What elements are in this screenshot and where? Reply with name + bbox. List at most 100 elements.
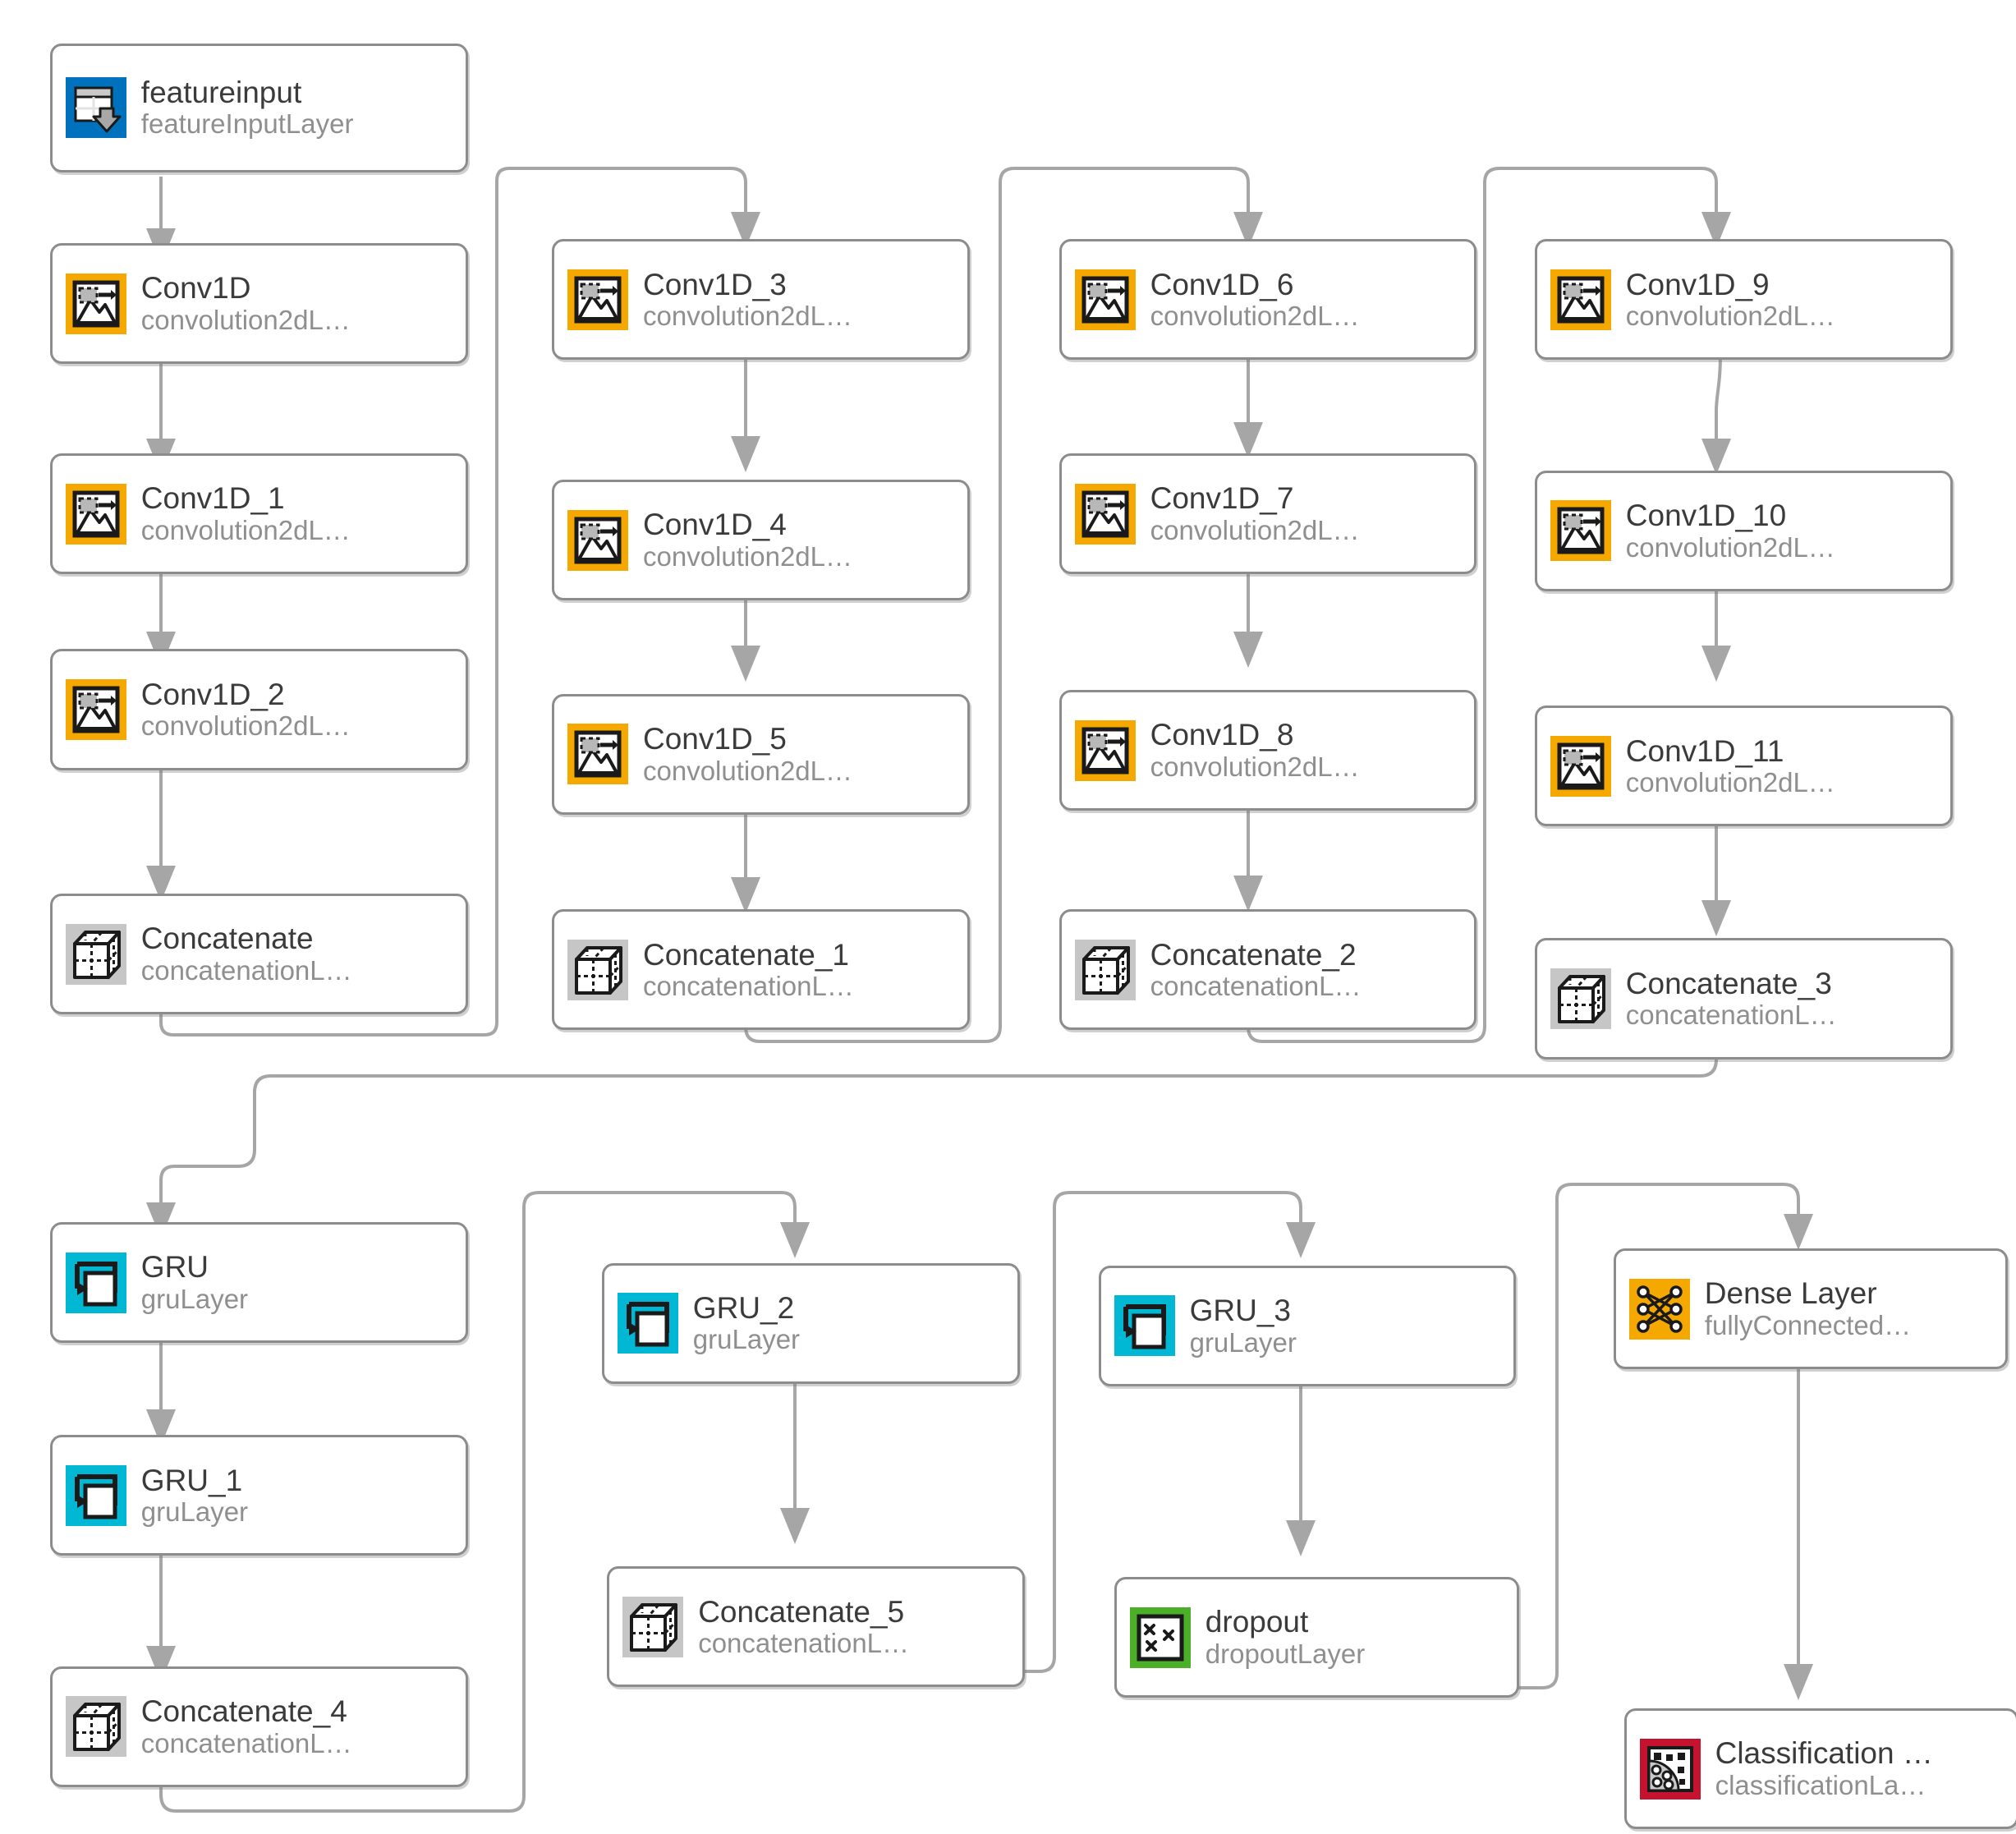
layer-name: GRU (140, 1250, 209, 1285)
layer-type: fullyConnected… (1704, 1309, 1912, 1340)
layer-type: convolution2dL… (643, 540, 853, 572)
layer-name: Conv1D_4 (643, 508, 787, 542)
layer-name: Conv1D (140, 271, 251, 306)
layer-type: classificationLa… (1715, 1769, 1926, 1800)
layer-type: concatenationL… (1625, 1000, 1837, 1031)
layer-name: Conv1D_6 (1150, 267, 1294, 301)
layer-type: concatenationL… (1150, 971, 1362, 1002)
layer-type: gruLayer (140, 1496, 249, 1528)
classification-icon (1639, 1738, 1701, 1800)
layer-type: convolution2dL… (1150, 301, 1360, 332)
convolution-icon (65, 273, 126, 334)
layer-type: featureInputLayer (140, 108, 354, 140)
layer-name: Conv1D_11 (1625, 733, 1784, 768)
layer-name: Dense Layer (1704, 1276, 1877, 1311)
concatenation-icon (567, 939, 628, 1000)
fully-connected-icon (1628, 1278, 1690, 1340)
convolution-icon (1550, 269, 1611, 330)
convolution-icon (65, 678, 126, 740)
concatenation-icon (1074, 939, 1136, 1000)
layer-name: Classification … (1715, 1736, 1933, 1771)
dropout-icon (1129, 1606, 1191, 1668)
layer-node-classification[interactable]: Classification …classificationLa… (1623, 1708, 2016, 1830)
layer-name: GRU_2 (692, 1290, 795, 1325)
layer-name: Concatenate_4 (140, 1694, 347, 1729)
feature-input-icon (65, 77, 126, 139)
layer-type: concatenationL… (140, 954, 352, 986)
convolution-icon (567, 269, 628, 330)
layer-type: convolution2dL… (1625, 767, 1835, 798)
gru-icon (65, 1464, 126, 1526)
edge-concatenate_3-gru (146, 1041, 1718, 1239)
concatenation-icon (65, 923, 126, 985)
convolution-icon (1550, 500, 1611, 562)
layer-name: GRU_1 (140, 1463, 243, 1497)
layer-type: convolution2dL… (1150, 751, 1360, 782)
gru-icon (65, 1252, 126, 1313)
layer-name: featureinput (140, 76, 302, 109)
layer-name: Concatenate_1 (643, 937, 849, 972)
layer-type: concatenationL… (140, 1727, 352, 1758)
layer-type: convolution2dL… (140, 514, 351, 545)
convolution-icon (1074, 269, 1136, 330)
layer-name: Conv1D_1 (140, 481, 285, 516)
layer-name: Conv1D_3 (643, 267, 787, 301)
gru-icon (617, 1293, 678, 1354)
layer-type: concatenationL… (698, 1628, 910, 1659)
convolution-icon (65, 483, 126, 545)
convolution-icon (1550, 735, 1611, 797)
edge-conv1d_9-conv1d_10 (1701, 352, 1731, 475)
layer-type: concatenationL… (643, 971, 854, 1002)
gru-icon (1114, 1295, 1175, 1357)
layer-name: GRU_3 (1189, 1294, 1291, 1328)
layer-name: Conv1D_2 (140, 677, 285, 711)
layer-labels: Classification …classificationLa… (1715, 1736, 1933, 1800)
concatenation-icon (65, 1696, 126, 1758)
layer-name: Concatenate (140, 922, 314, 956)
